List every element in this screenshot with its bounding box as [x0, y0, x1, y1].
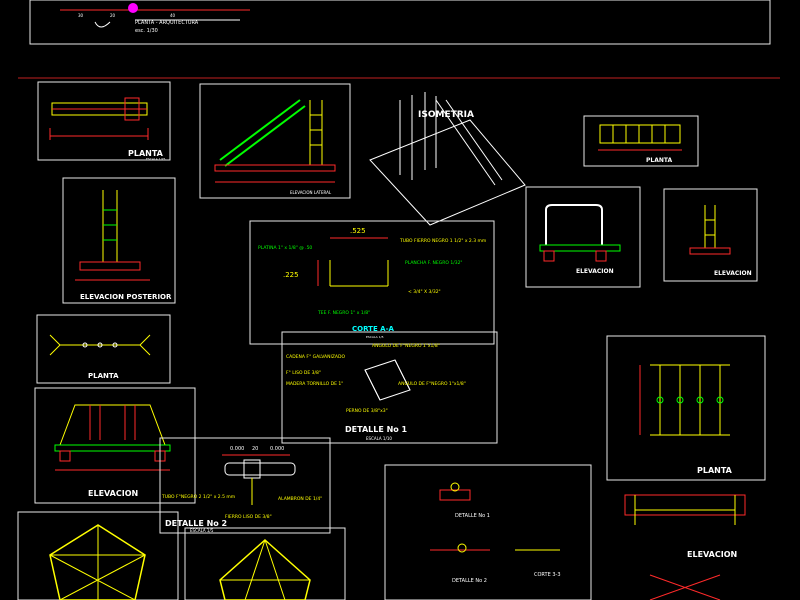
small-detalle-1-label: DETALLE No 1 [455, 513, 490, 519]
view-detalle-1: ANGULO DE F°NEGRO 1"x1/8" CADENA F° GALV… [281, 331, 498, 444]
detalle-1-scale: ESCALA 1/10 [366, 436, 392, 441]
top-dim-3: 40 [170, 13, 176, 18]
elevacion-2-label: ELEVACION [714, 270, 752, 277]
view-planta-2: PLANTA [583, 115, 699, 167]
view-detalle-2: 0.000 20 0.000 TUBO F°NEGRO 2 1/2" x 2.5… [159, 437, 331, 534]
top-sheet-strip: PLANTA - ARQUITECTURA esc. 1/30 30 20 40 [29, 0, 771, 45]
view-corte-aa: .525 .225 PLATINA 1" x 1/8" @ .50 TUBO F… [249, 220, 495, 345]
corte-aa-dim-top: .525 [350, 227, 366, 235]
planta-4-label: PLANTA [697, 466, 733, 475]
view-isometria: ISOMETRIA [369, 92, 526, 226]
planta-1-scale: ESCALA 1/25 [146, 157, 166, 161]
detalle-1-note-5: ANGULO DE F°NEGRO 1"x1/8" [398, 381, 466, 387]
corte-aa-note-3: PLANCHA F. NEGRO 1/32" [405, 260, 463, 266]
detalle-1-note-3: F° LISO DE 3/8" [286, 370, 321, 376]
detalle-2-scale: ESCALA 1/5 [190, 528, 214, 533]
elevacion-posterior-label: ELEVACION POSTERIOR [80, 293, 172, 301]
view-planta-1: PLANTA ESCALA 1/25 [37, 81, 171, 161]
view-detalles-small: DETALLE No 1 DETALLE No 2 CORTE 3-3 [384, 464, 592, 600]
view-elevacion-3: ELEVACION [34, 387, 196, 504]
detalle-2-dim-1: 0.000 [230, 446, 244, 452]
view-dome-elevation [184, 527, 346, 600]
corte-aa-note-5: TEE F. NEGRO 1" x 1/8" [317, 310, 370, 316]
small-corte-label: CORTE 3-3 [534, 572, 561, 578]
detalle-1-label: DETALLE No 1 [345, 425, 408, 434]
elevacion-1-label: ELEVACION [576, 268, 614, 275]
small-detalle-2-label: DETALLE No 2 [452, 578, 487, 584]
view-dome-plan [17, 511, 179, 600]
elevacion-4-label: ELEVACION [687, 550, 737, 559]
top-strip-title: PLANTA - ARQUITECTURA [135, 20, 199, 26]
elevacion-lateral-label: ELEVACION LATERAL [290, 190, 332, 195]
top-dim-2: 20 [110, 13, 116, 18]
view-planta-3: PLANTA [36, 314, 171, 384]
elevacion-3-label: ELEVACION [88, 489, 138, 498]
detalle-1-note-1: ANGULO DE F°NEGRO 1"x1/8" [372, 343, 440, 349]
corte-aa-note-4: < 3/4" X 3/32" [408, 289, 441, 295]
planta-1-label: PLANTA [128, 149, 164, 158]
detalle-2-label: DETALLE No 2 [165, 519, 227, 528]
view-elevacion-4: ELEVACION [624, 494, 746, 600]
detalle-1-note-6: PERNO DE 3/8"x3" [346, 408, 388, 414]
planta-2-label: PLANTA [646, 157, 673, 164]
corte-aa-note-1: PLATINA 1" x 1/8" @ .50 [258, 245, 312, 251]
detalle-2-dim-3: 0.000 [270, 446, 284, 452]
view-elevacion-posterior: ELEVACION POSTERIOR [62, 177, 176, 304]
view-elevacion-lateral: ELEVACION LATERAL [199, 83, 351, 199]
view-elevacion-1: ELEVACION [525, 186, 641, 288]
detalle-1-note-4: MADERA TORNILLO DE 1" [286, 381, 343, 387]
detalle-2-note-1: TUBO F°NEGRO 2 1/2" x 2.5 mm [161, 494, 235, 500]
planta-3-label: PLANTA [88, 372, 119, 380]
detalle-2-dim-2: 20 [252, 446, 258, 452]
detalle-1-note-2: CADENA F° GALVANIZADO [286, 354, 345, 360]
view-planta-4: PLANTA [606, 335, 766, 481]
view-elevacion-2: ELEVACION [663, 188, 758, 282]
corte-aa-dim-left: .225 [283, 271, 299, 279]
corte-aa-scale: ESCALA 1/5 [366, 335, 384, 339]
corte-aa-label: CORTE A-A [352, 325, 394, 333]
top-strip-scale: esc. 1/30 [135, 28, 158, 34]
corte-aa-note-2: TUBO FIERRO NEGRO 1 1/2" x 2.3 mm [399, 238, 486, 244]
detalle-2-note-2: ALAMBRON DE 1/4" [278, 496, 322, 502]
detalle-2-note-3: FIERRO LISO DE 3/8" [225, 514, 272, 520]
top-dim-1: 30 [78, 13, 84, 18]
isometria-label: ISOMETRIA [418, 110, 474, 120]
